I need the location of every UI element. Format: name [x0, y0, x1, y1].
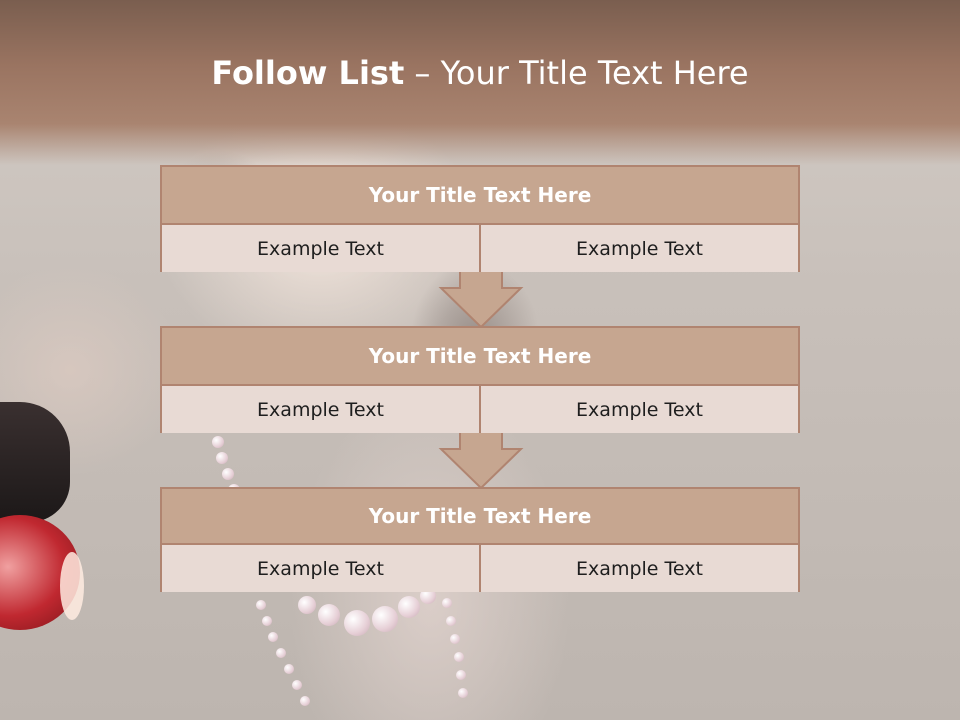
background-bangle-dark [0, 402, 70, 522]
slide-title-bold: Follow List [211, 54, 405, 92]
step-title: Your Title Text Here [162, 489, 798, 545]
step-row: Example Text Example Text [162, 225, 798, 272]
step-box-1: Your Title Text Here Example Text Exampl… [160, 165, 800, 272]
step-cell-right: Example Text [479, 545, 798, 592]
step-cell-left: Example Text [162, 545, 479, 592]
step-box-3: Your Title Text Here Example Text Exampl… [160, 487, 800, 592]
step-row: Example Text Example Text [162, 386, 798, 433]
step-row: Example Text Example Text [162, 545, 798, 592]
step-cell-left: Example Text [162, 386, 479, 433]
step-cell-right: Example Text [479, 225, 798, 272]
down-arrow-icon [438, 429, 524, 490]
header-band [0, 0, 960, 165]
step-title: Your Title Text Here [162, 167, 798, 225]
step-title: Your Title Text Here [162, 328, 798, 386]
step-box-2: Your Title Text Here Example Text Exampl… [160, 326, 800, 433]
step-cell-right: Example Text [479, 386, 798, 433]
background-bangle-highlight [60, 552, 84, 620]
slide-title-rest: – Your Title Text Here [404, 54, 749, 92]
slide-title: Follow List – Your Title Text Here [0, 54, 960, 92]
down-arrow-icon [438, 268, 524, 329]
step-cell-left: Example Text [162, 225, 479, 272]
